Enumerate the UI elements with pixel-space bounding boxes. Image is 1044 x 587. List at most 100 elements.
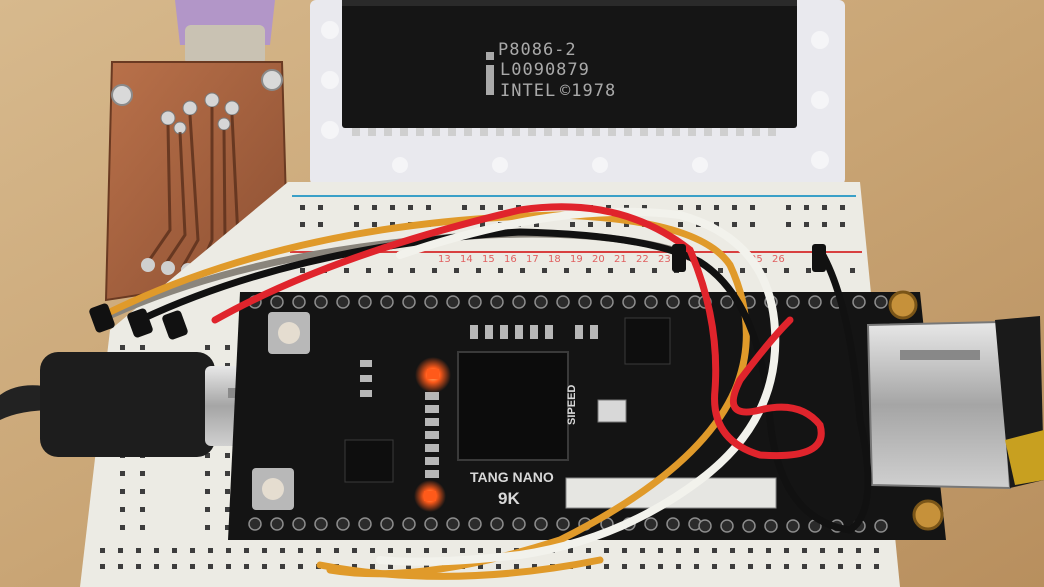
breadboard-hole xyxy=(640,548,645,553)
breadboard-hole xyxy=(100,564,105,569)
header-pin xyxy=(764,519,778,533)
header-pin xyxy=(314,517,328,531)
column-number: 18 xyxy=(548,254,561,265)
breadboard-hole xyxy=(622,564,627,569)
column-number: 15 xyxy=(482,254,495,265)
breadboard-hole xyxy=(608,268,613,273)
breadboard-hole xyxy=(730,564,735,569)
breadboard-hole xyxy=(408,205,413,210)
breadboard-hole xyxy=(318,205,323,210)
breadboard-hole xyxy=(642,205,647,210)
header-pin xyxy=(534,295,548,309)
mount-hole xyxy=(888,290,918,320)
breadboard-hole xyxy=(205,345,210,350)
column-number: 22 xyxy=(636,254,649,265)
breadboard-hole xyxy=(390,205,395,210)
breadboard-hole xyxy=(874,548,879,553)
chip-maker: INTEL xyxy=(500,81,556,101)
header-pin xyxy=(600,295,614,309)
header-pin xyxy=(468,517,482,531)
column-number: 23 xyxy=(658,254,671,265)
breadboard-hole xyxy=(696,205,701,210)
breadboard-hole xyxy=(426,205,431,210)
breadboard-hole xyxy=(630,268,635,273)
breadboard-hole xyxy=(120,471,125,476)
breadboard-hole xyxy=(534,222,539,227)
breadboard-hole xyxy=(874,564,879,569)
breadboard-hole xyxy=(352,548,357,553)
breadboard-hole xyxy=(225,345,230,350)
usb-controller-chip xyxy=(624,317,671,365)
breadboard-hole xyxy=(802,548,807,553)
breadboard-hole xyxy=(786,205,791,210)
breadboard-hole xyxy=(300,205,305,210)
breadboard-hole xyxy=(225,489,230,494)
breadboard-hole xyxy=(496,548,501,553)
user-button[interactable] xyxy=(252,468,294,510)
column-number: 13 xyxy=(438,254,451,265)
breadboard-hole xyxy=(498,268,503,273)
breadboard-hole xyxy=(606,222,611,227)
breadboard-hole xyxy=(542,268,547,273)
breadboard-hole xyxy=(120,345,125,350)
breadboard-hole xyxy=(118,564,123,569)
breadboard-hole xyxy=(226,564,231,569)
wire-red xyxy=(211,203,825,460)
breadboard-hole xyxy=(225,363,230,368)
breadboard-hole xyxy=(120,525,125,530)
breadboard-hole xyxy=(225,453,230,458)
breadboard-hole xyxy=(298,548,303,553)
breadboard-hole xyxy=(606,205,611,210)
breadboard-hole xyxy=(624,222,629,227)
breadboard-hole xyxy=(532,564,537,569)
wire-black xyxy=(136,228,872,534)
breadboard-hole xyxy=(316,548,321,553)
breadboard-hole xyxy=(205,453,210,458)
chip-lot-code: L0090879 xyxy=(500,60,590,80)
breadboard-hole xyxy=(205,525,210,530)
breadboard-hole xyxy=(694,548,699,553)
breadboard-hole xyxy=(262,548,267,553)
header-pin xyxy=(720,295,734,309)
breadboard-hole xyxy=(498,205,503,210)
breadboard-hole xyxy=(140,489,145,494)
breadboard-hole xyxy=(354,222,359,227)
column-number: 19 xyxy=(570,254,583,265)
breadboard-hole xyxy=(478,564,483,569)
breadboard-hole xyxy=(352,564,357,569)
header-pin xyxy=(402,295,416,309)
breadboard-hole xyxy=(410,268,415,273)
breadboard-hole xyxy=(462,205,467,210)
header-pin xyxy=(380,295,394,309)
breadboard-hole xyxy=(658,548,663,553)
breadboard-hole xyxy=(354,205,359,210)
breadboard-hole xyxy=(604,548,609,553)
board-model: 9K xyxy=(498,489,520,508)
breadboard-hole xyxy=(370,548,375,553)
breadboard-hole xyxy=(476,268,481,273)
header-pin xyxy=(622,295,636,309)
breadboard-hole xyxy=(388,548,393,553)
breadboard-hole xyxy=(712,548,717,553)
reset-button[interactable] xyxy=(268,312,310,354)
breadboard-hole xyxy=(280,548,285,553)
column-number: 26 xyxy=(772,254,785,265)
breadboard-hole xyxy=(372,205,377,210)
header-pin xyxy=(336,295,350,309)
breadboard-hole xyxy=(856,548,861,553)
fpga-chip xyxy=(457,351,569,461)
breadboard-hole xyxy=(714,222,719,227)
breadboard-hole xyxy=(140,471,145,476)
breadboard-hole xyxy=(570,222,575,227)
breadboard-hole xyxy=(622,548,627,553)
breadboard-hole xyxy=(748,564,753,569)
breadboard-hole xyxy=(154,548,159,553)
header-pin xyxy=(808,295,822,309)
header-pin xyxy=(644,295,658,309)
breadboard-hole xyxy=(318,222,323,227)
smd-components xyxy=(360,325,598,478)
header-pin xyxy=(742,519,756,533)
breadboard-hole xyxy=(390,222,395,227)
breadboard-hole xyxy=(460,548,465,553)
header-pin xyxy=(786,519,800,533)
